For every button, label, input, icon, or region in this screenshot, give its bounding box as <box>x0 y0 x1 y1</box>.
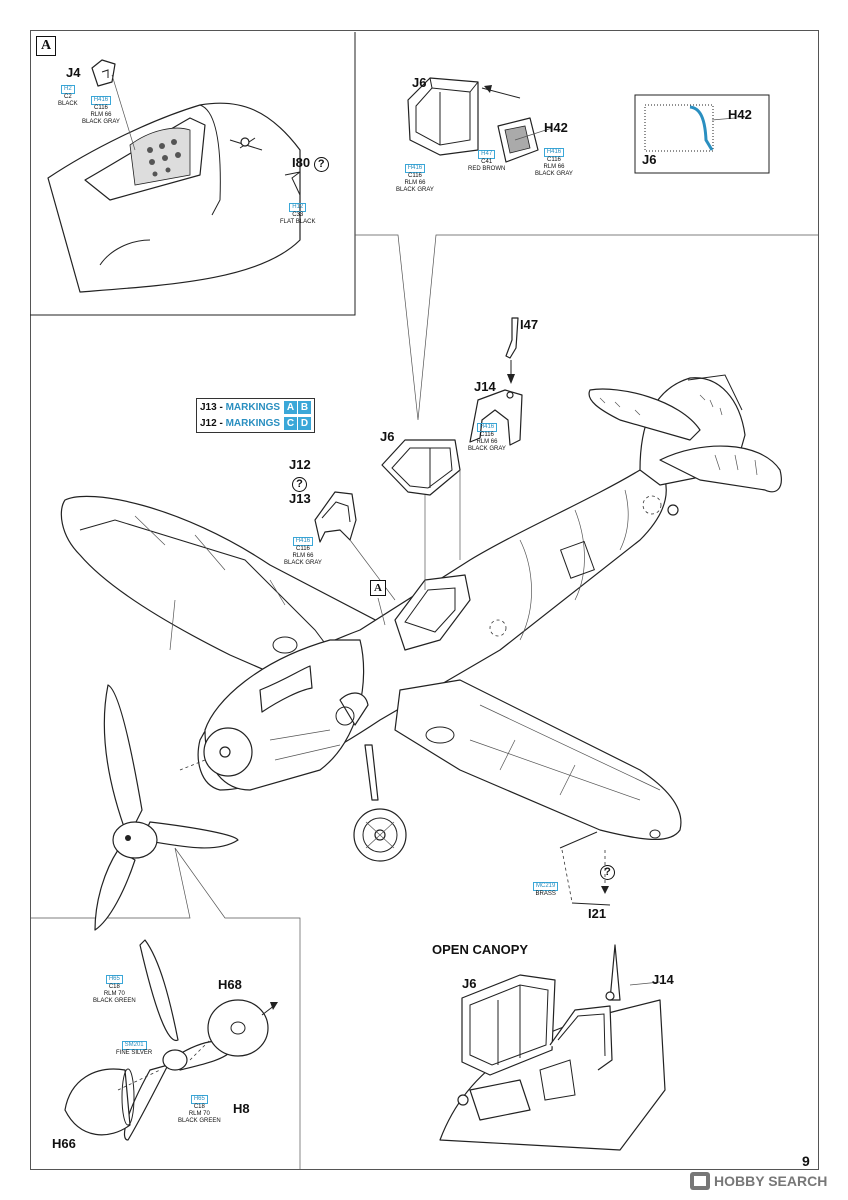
marking-option-badge: C <box>284 417 298 430</box>
part-j13-label: J13 <box>289 491 311 506</box>
open-canopy-j6-label: J6 <box>462 976 477 991</box>
open-canopy-title: OPEN CANOPY <box>432 942 529 957</box>
j6-detail-frame <box>355 234 818 421</box>
open-canopy-j14-label: J14 <box>652 972 674 987</box>
marking-option-badge: B <box>298 401 312 414</box>
part-h66-label: H66 <box>52 1136 76 1151</box>
inset-j6-drawing <box>634 94 770 174</box>
part-i80-label: I80 ? <box>292 156 329 172</box>
paint-callout-h42-h416: H416 C116 RLM 66 BLACK GRAY <box>535 148 573 177</box>
markings-part: J12 <box>200 418 217 429</box>
question-icon: ? <box>313 157 329 172</box>
markings-separator: - <box>216 418 226 429</box>
detail-a-reference-marker: A <box>370 580 386 596</box>
paint-callout-sm201: SM201 FINE SILVER <box>116 1041 153 1056</box>
paint-callout-j13: H416 C116 RLM 66 BLACK GRAY <box>284 537 322 566</box>
markings-part: J13 <box>200 402 217 413</box>
part-i21-label: I21 <box>588 906 607 921</box>
paint-callout-h65-upper: H65 C18 RLM 70 BLACK GREEN <box>93 975 136 1004</box>
aircraft-drawing <box>60 317 782 931</box>
part-i47-label: I47 <box>520 317 539 332</box>
detail-a-frame <box>30 32 356 316</box>
paint-callout-h47: H47 C41 RED BROWN <box>468 150 506 172</box>
detail-a-marker: A <box>36 36 56 56</box>
part-h8-label: H8 <box>233 1101 250 1116</box>
part-j6-detail-label: J6 <box>412 75 427 90</box>
i21-question-icon: ? <box>600 862 615 880</box>
paint-callout-h12: H12 C33 FLAT BLACK <box>280 203 316 225</box>
open-canopy-drawing <box>439 944 666 1151</box>
marking-option-badge: D <box>298 417 312 430</box>
inset-j6-label: J6 <box>642 152 657 167</box>
detail-j6-drawing <box>407 77 553 163</box>
part-j14-label: J14 <box>474 379 496 394</box>
inset-h42-label: H42 <box>728 107 752 122</box>
paint-callout-h2: H2 C2 BLACK <box>58 85 78 107</box>
part-j4-label: J4 <box>66 65 81 80</box>
markings-word: MARKINGS <box>225 418 281 429</box>
part-h42-detail-label: H42 <box>544 120 568 135</box>
paint-callout-h416: H416 C116 RLM 66 BLACK GRAY <box>82 96 120 125</box>
page-frame <box>30 30 819 1170</box>
markings-separator: - <box>216 402 226 413</box>
prop-detail-drawing <box>64 939 278 1141</box>
j12-question-icon: ? <box>292 474 307 492</box>
page-number: 9 <box>802 1153 810 1169</box>
paint-callout-j6-h416: H416 C116 RLM 66 BLACK GRAY <box>396 164 434 193</box>
part-h68-label: H68 <box>218 977 242 992</box>
paint-callout-h65-lower: H65 C18 RLM 70 BLACK GREEN <box>178 1095 221 1124</box>
paint-callout-j14: H416 C116 RLM 66 BLACK GRAY <box>468 423 506 452</box>
detail-a-drawing <box>47 59 301 293</box>
hobby-search-watermark: HOBBY SEARCH <box>714 1173 828 1189</box>
marking-option-badge: A <box>284 401 298 414</box>
part-j12-label: J12 <box>289 457 311 472</box>
prop-detail-frame <box>30 847 301 1170</box>
paint-callout-mc219: MC219 BRASS <box>533 882 559 898</box>
part-j6-main-label: J6 <box>380 429 395 444</box>
markings-word: MARKINGS <box>225 402 281 413</box>
hobby-search-logo-mark <box>690 1172 710 1190</box>
